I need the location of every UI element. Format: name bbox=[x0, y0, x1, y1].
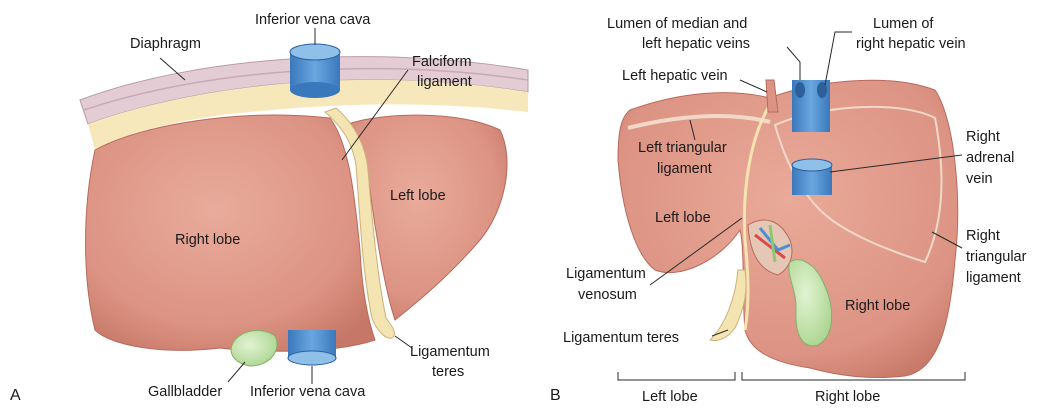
label-ivc-top: Inferior vena cava bbox=[255, 12, 371, 28]
ivc-segment-b bbox=[792, 159, 832, 195]
label-right-adrenal-1: Right bbox=[966, 129, 1000, 145]
label-left-triangular-1: Left triangular bbox=[638, 140, 727, 156]
label-right-adrenal-2: adrenal bbox=[966, 150, 1014, 166]
label-ligamentum-teres-1: Ligamentum bbox=[410, 344, 490, 360]
bracket-left-lobe bbox=[618, 372, 735, 380]
label-lumen-right-2: right hepatic vein bbox=[856, 36, 966, 52]
label-falciform-2: ligament bbox=[417, 74, 472, 90]
label-falciform-1: Falciform bbox=[412, 54, 472, 70]
leader-gallbladder bbox=[228, 362, 245, 382]
hepatic-vein-lumens bbox=[792, 80, 830, 132]
label-lumen-right-1: Lumen of bbox=[873, 16, 934, 32]
label-ligamentum-teres-2: teres bbox=[432, 364, 464, 380]
panel-b: B Lumen of median and left hepatic veins… bbox=[550, 16, 1027, 405]
leader-lumen-right bbox=[825, 32, 852, 85]
label-bracket-left: Left lobe bbox=[642, 389, 698, 405]
label-left-lobe-a: Left lobe bbox=[390, 188, 446, 204]
label-ivc-bottom: Inferior vena cava bbox=[250, 384, 366, 400]
label-ligamentum-teres-b: Ligamentum teres bbox=[563, 330, 679, 346]
ivc-bottom-vessel bbox=[288, 330, 336, 365]
leader-left-hepatic-vein bbox=[740, 80, 767, 92]
label-right-lobe-a: Right lobe bbox=[175, 232, 240, 248]
label-gallbladder: Gallbladder bbox=[148, 384, 222, 400]
label-right-triangular-2: triangular bbox=[966, 249, 1027, 265]
ivc-top-vessel bbox=[290, 44, 340, 98]
panel-a: A Diaphragm Inferior vena cava Falciform… bbox=[10, 12, 528, 404]
label-right-adrenal-3: vein bbox=[966, 171, 993, 187]
panel-a-letter: A bbox=[10, 387, 21, 404]
label-right-lobe-b: Right lobe bbox=[845, 298, 910, 314]
label-left-lobe-b: Left lobe bbox=[655, 210, 711, 226]
label-lumen-median-2: left hepatic veins bbox=[642, 36, 750, 52]
label-right-triangular-3: ligament bbox=[966, 270, 1021, 286]
ligamentum-teres-shape bbox=[710, 270, 746, 341]
label-ligamentum-venosum-1: Ligamentum bbox=[566, 266, 646, 282]
label-diaphragm: Diaphragm bbox=[130, 36, 201, 52]
label-bracket-right: Right lobe bbox=[815, 389, 880, 405]
label-ligamentum-venosum-2: venosum bbox=[578, 287, 637, 303]
label-right-triangular-1: Right bbox=[966, 228, 1000, 244]
leader-lumen-median bbox=[787, 47, 800, 80]
label-left-hepatic-vein: Left hepatic vein bbox=[622, 68, 728, 84]
left-hepatic-vein-shape bbox=[766, 80, 778, 112]
label-left-triangular-2: ligament bbox=[657, 161, 712, 177]
panel-b-letter: B bbox=[550, 387, 561, 404]
label-lumen-median-1: Lumen of median and bbox=[607, 16, 747, 32]
